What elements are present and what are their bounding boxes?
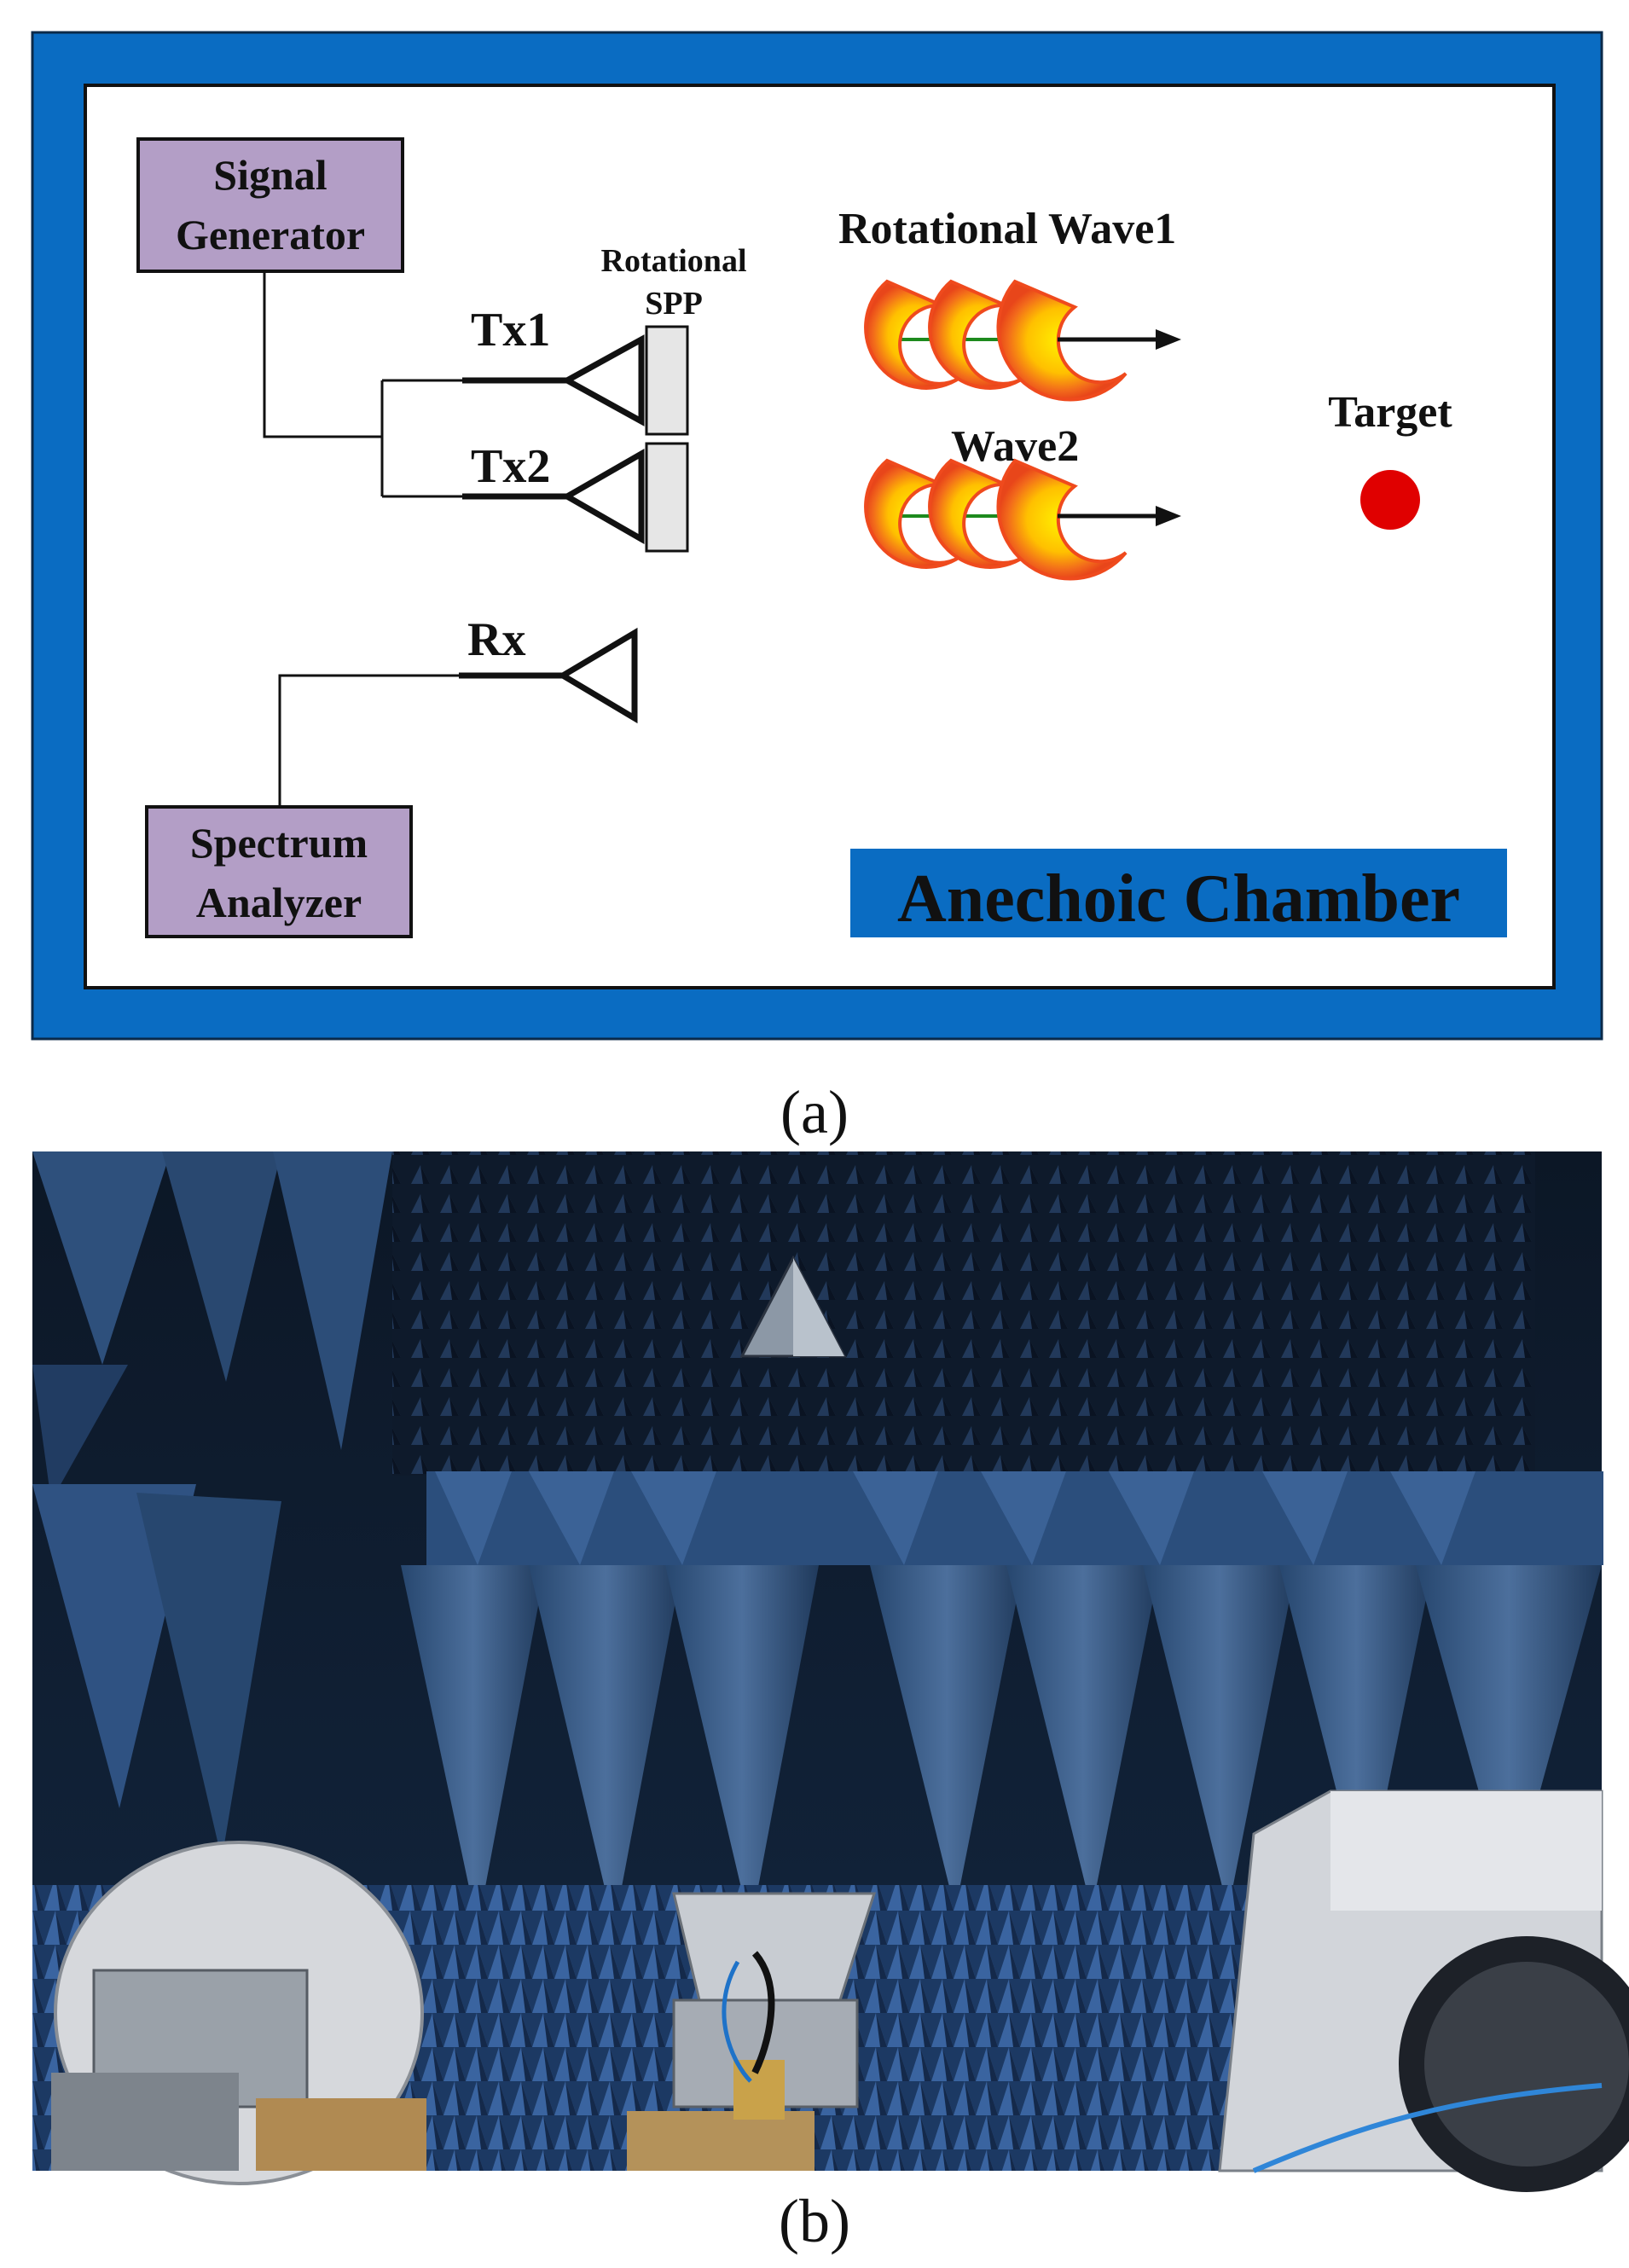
mid-absorber-row — [426, 1471, 1603, 1565]
tx1-label: Tx1 — [471, 304, 550, 357]
rx-antenna-icon — [557, 627, 638, 724]
front-absorber-row — [401, 1565, 1602, 1928]
spectrum-analyzer-box — [145, 805, 413, 938]
target-label: Target — [1328, 388, 1452, 437]
chamber-title-box — [850, 849, 1507, 937]
tx2-antenna-icon — [560, 448, 645, 545]
signal-generator-label-line1: Signal — [213, 151, 328, 199]
tx1-antenna-icon — [560, 334, 645, 426]
spp-label-line2: SPP — [645, 286, 703, 322]
center-horn-antenna — [627, 1892, 877, 2171]
panel-a-caption: (a) — [780, 1078, 849, 1146]
target-dot — [1360, 470, 1420, 530]
panel-b-caption: (b) — [779, 2187, 850, 2255]
antenna-feed-lines — [459, 377, 567, 679]
spp-label-line1: Rotational — [601, 243, 747, 279]
rotational-wave2-icon — [864, 458, 1181, 581]
spectrum-analyzer-label-line2: Analyzer — [196, 879, 362, 926]
signal-generator-box — [136, 137, 404, 273]
spp-plate-1 — [645, 325, 689, 436]
rotational-wave1-icon — [864, 279, 1181, 402]
back-wall-absorbers — [392, 1151, 1535, 1476]
signal-generator-label-line2: Generator — [176, 211, 365, 258]
rx-label: Rx — [467, 613, 525, 666]
left-wall-absorbers — [32, 1151, 392, 1859]
left-dish-antenna — [51, 1841, 426, 2185]
right-instrument-housing — [1218, 1789, 1629, 2192]
spp-plate-2 — [645, 442, 689, 553]
wiring — [263, 271, 465, 807]
wave1-label: Rotational Wave1 — [838, 205, 1176, 253]
panel-a-diagram: Signal Generator Spectrum Analyzer — [31, 31, 1603, 1041]
panel-b-photo — [32, 1151, 1629, 2192]
spectrum-analyzer-label-line1: Spectrum — [190, 819, 368, 867]
chamber-title: Anechoic Chamber — [897, 861, 1460, 937]
tx2-label: Tx2 — [471, 440, 550, 493]
